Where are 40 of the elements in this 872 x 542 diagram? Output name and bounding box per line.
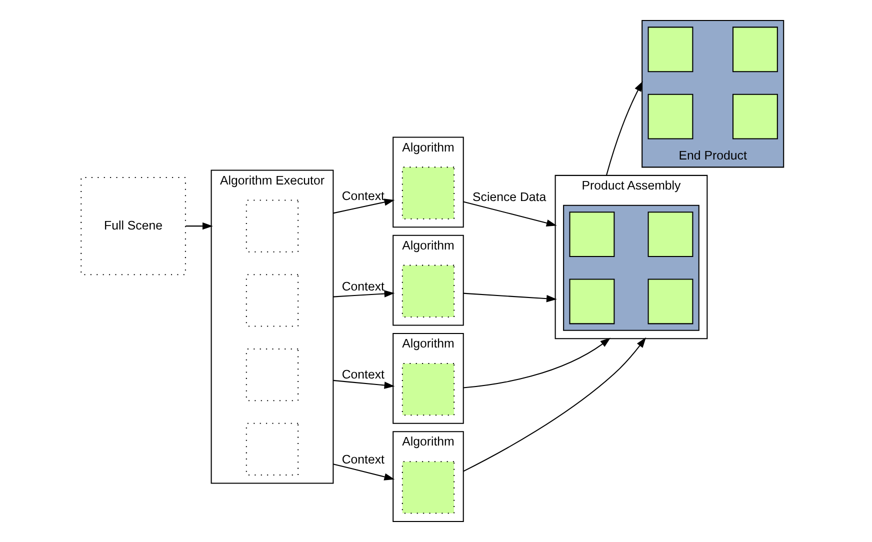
cluster: Product Assembly: [554, 174, 708, 340]
node-box: [245, 348, 298, 402]
node-box: [647, 278, 693, 324]
arrow: [332, 464, 394, 480]
node-box: [647, 26, 693, 72]
cluster: Algorithm Executor: [210, 170, 334, 484]
arrow: [605, 81, 642, 176]
edge-label: Context: [341, 368, 384, 382]
cluster: Algorithm: [392, 431, 464, 522]
node-box: [732, 26, 778, 72]
arrow: [332, 290, 394, 298]
edge-label: Context: [341, 188, 384, 203]
node-box: Full Scene: [80, 177, 186, 276]
node-box: [245, 422, 298, 476]
arrow: [462, 201, 556, 227]
node-box: [647, 94, 693, 140]
arrow: [185, 222, 212, 230]
arrow: [332, 198, 394, 214]
cluster: Algorithm: [392, 234, 464, 326]
cluster: Algorithm: [392, 136, 464, 228]
node-box: [401, 461, 454, 514]
cluster: Algorithm: [392, 332, 464, 424]
cluster: [562, 204, 699, 331]
arrow: [462, 337, 646, 472]
edge-label: Context: [341, 280, 384, 294]
node-box: [245, 200, 298, 252]
node-box: [568, 278, 614, 324]
arrow: [462, 338, 610, 388]
node-box: [401, 166, 454, 220]
edge-label: Science Data: [472, 190, 546, 204]
node-box: [647, 212, 693, 258]
node-box: [401, 362, 454, 416]
node-box: [245, 274, 298, 327]
cluster: End Product: [641, 20, 784, 168]
node-box: [568, 212, 614, 258]
node-box: [732, 94, 778, 140]
edge-label: Context: [341, 452, 384, 466]
node-box: [401, 264, 454, 318]
arrow: [462, 292, 556, 302]
arrow: [332, 380, 394, 389]
